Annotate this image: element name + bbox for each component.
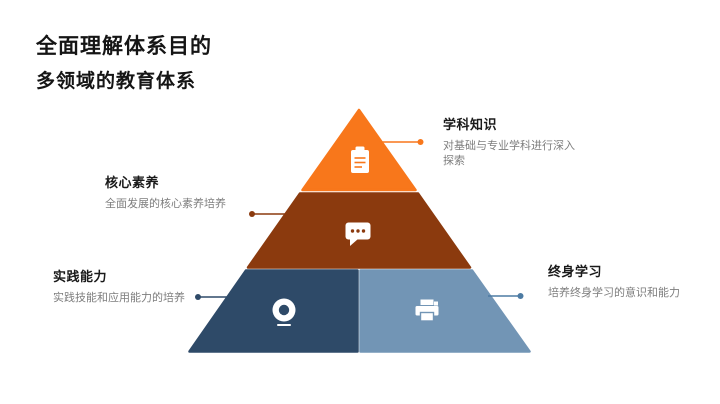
printer-icon (415, 299, 439, 322)
callout-desc: 对基础与专业学科进行深入探索 (443, 140, 575, 167)
connector-middle-left (249, 211, 298, 217)
callout-title: 学科知识 (443, 117, 498, 132)
connector-dot (417, 139, 424, 145)
callout-practical-ability: 实践能力 实践技能和应用能力的培养 (53, 266, 185, 306)
callout-desc: 培养终身学习的意识和能力 (548, 287, 680, 299)
page-subtitle: 多领域的教育体系 (36, 71, 197, 92)
callout-subject-knowledge: 学科知识 对基础与专业学科进行深入探索 (443, 114, 581, 169)
connector-dot (195, 294, 201, 300)
callout-desc: 全面发展的核心素养培养 (105, 198, 226, 210)
connector-top-right (381, 139, 424, 145)
callout-title: 核心素养 (105, 175, 160, 190)
connector-dot (249, 211, 255, 217)
callout-title: 实践能力 (53, 269, 108, 284)
connector-bottom-left (195, 294, 235, 300)
webcam-icon (272, 298, 296, 326)
callout-title: 终身学习 (548, 264, 603, 279)
chat-bubble-icon (345, 222, 371, 246)
page-title: 全面理解体系目的 (36, 35, 212, 58)
callout-lifelong-learning: 终身学习 培养终身学习的意识和能力 (548, 261, 680, 301)
callout-core-literacy: 核心素养 全面发展的核心素养培养 (105, 172, 226, 212)
clipboard-icon (351, 146, 369, 173)
callout-desc: 实践技能和应用能力的培养 (53, 292, 185, 304)
connector-dot (517, 293, 524, 299)
connector-bottom-right (488, 293, 524, 299)
pyramid-level-bottom-right (359, 269, 531, 353)
